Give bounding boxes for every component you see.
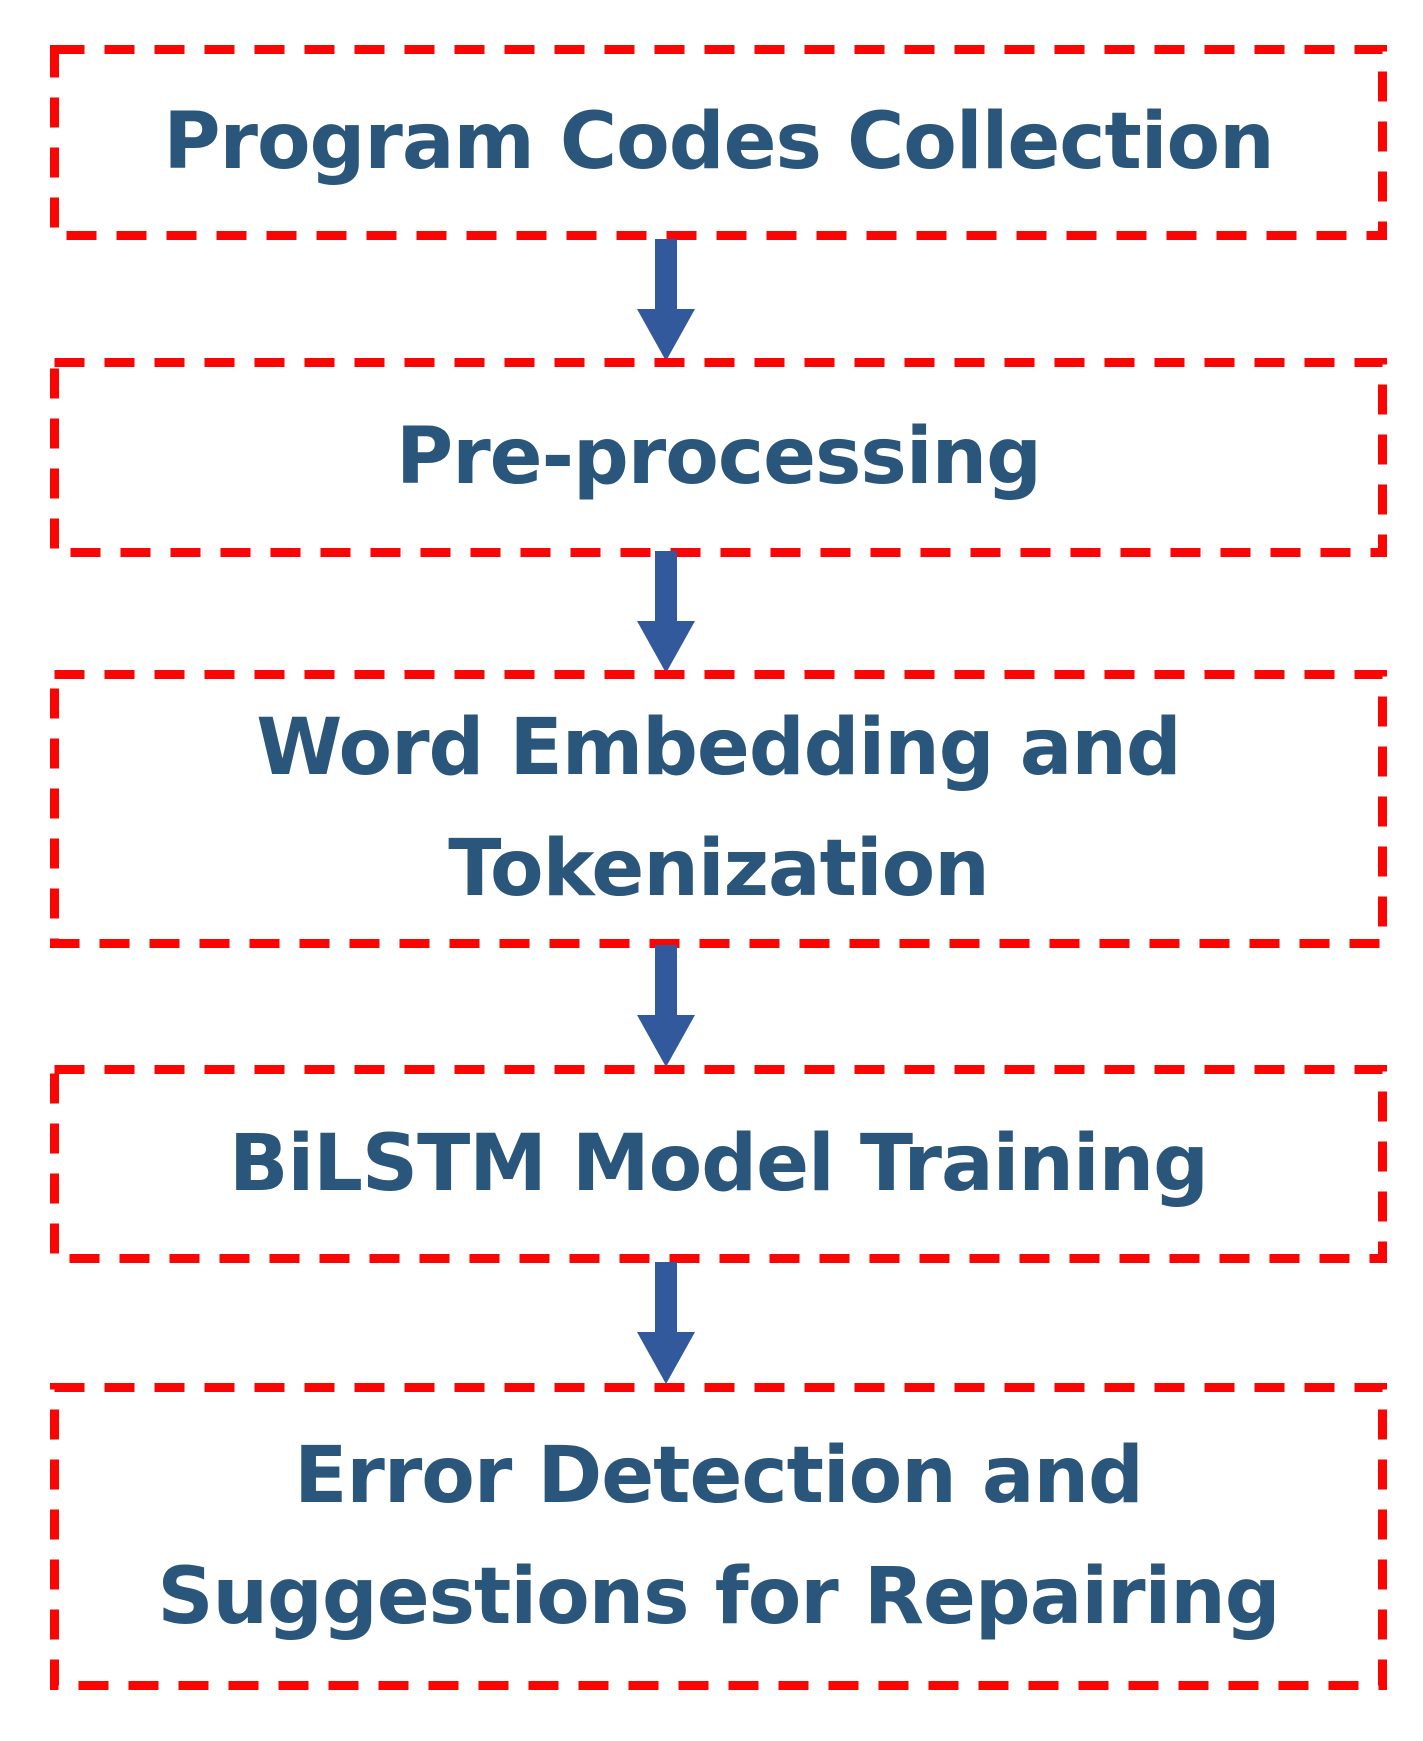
flow-step-label: Program Codes Collection: [163, 82, 1274, 203]
down-arrow-icon: [637, 1262, 695, 1384]
flow-step-label: Word Embedding and Tokenization: [256, 688, 1182, 930]
flow-step-label: Error Detection and Suggestions for Repa…: [157, 1416, 1280, 1658]
flow-step-program-codes-collection: Program Codes Collection: [50, 45, 1387, 240]
flow-step-pre-processing: Pre-processing: [50, 358, 1387, 557]
label-line: Program Codes Collection: [163, 97, 1274, 187]
label-line: Word Embedding and: [256, 703, 1182, 793]
label-line: BiLSTM Model Training: [229, 1118, 1209, 1209]
down-arrow-icon: [637, 551, 695, 673]
flow-step-error-detection-and-suggestions: Error Detection and Suggestions for Repa…: [50, 1383, 1387, 1690]
flow-step-label: Pre-processing: [396, 397, 1042, 518]
flow-step-word-embedding-and-tokenization: Word Embedding and Tokenization: [50, 670, 1387, 948]
label-line: Tokenization: [448, 824, 990, 914]
label-line: Pre-processing: [396, 412, 1042, 502]
flow-step-label: BiLSTM Model Training: [229, 1104, 1209, 1225]
down-arrow-icon: [637, 945, 695, 1067]
label-line: Error Detection and: [294, 1430, 1144, 1521]
flow-step-bilstm-model-training: BiLSTM Model Training: [50, 1065, 1387, 1263]
label-line: Suggestions for Repairing: [157, 1551, 1280, 1642]
down-arrow-icon: [637, 239, 695, 361]
